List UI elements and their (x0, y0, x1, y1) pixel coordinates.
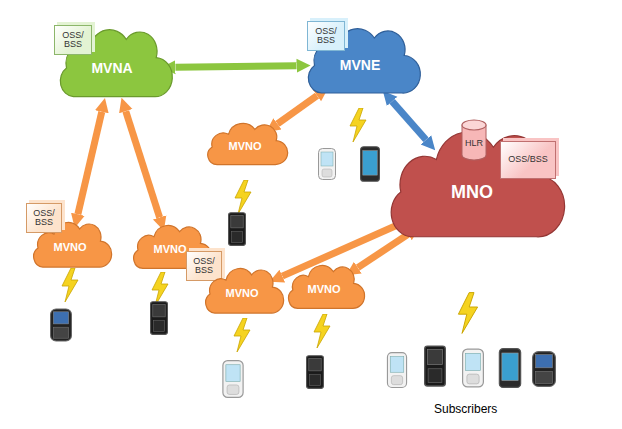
link-arrow (126, 111, 160, 217)
node-label: MVNO (154, 244, 187, 256)
oss-bss-box: OSS/ BSS (54, 25, 92, 55)
node-label: MVNO (308, 284, 341, 296)
link-arrow (392, 101, 426, 139)
system-label: OSS/ BSS (33, 209, 55, 228)
group-label: Subscribers (434, 402, 497, 416)
node-label: HLR (465, 139, 483, 148)
node-label: MVNA (91, 61, 132, 76)
system-label: OSS/ BSS (193, 257, 215, 276)
mvno-cloud: MVNO (202, 268, 282, 320)
phones (51, 147, 556, 398)
system-label: OSS/BSS (508, 155, 548, 164)
node-label: MVNO (226, 288, 259, 300)
oss-bss-box: OSS/ BSS (307, 21, 345, 51)
system-label: OSS/ BSS (315, 27, 337, 46)
node-label: MVNO (54, 242, 87, 254)
mvno-cloud: MVNO (204, 123, 286, 171)
hlr-database: HLR (461, 119, 487, 161)
mvno-cloud: MVNO (285, 265, 363, 315)
system-label: OSS/ BSS (62, 31, 84, 50)
node-label: MVNE (340, 58, 380, 73)
link-arrow (358, 234, 408, 267)
link-arrow (78, 112, 102, 215)
oss-bss-box: OSS/ BSS (186, 251, 222, 281)
node-label: MNO (451, 183, 493, 202)
node-label: MVNO (229, 141, 262, 153)
link-arrow (277, 96, 317, 124)
oss-bss-box: OSS/BSS (500, 141, 556, 179)
link-arrow (175, 66, 296, 67)
oss-bss-box: OSS/ BSS (26, 203, 62, 233)
